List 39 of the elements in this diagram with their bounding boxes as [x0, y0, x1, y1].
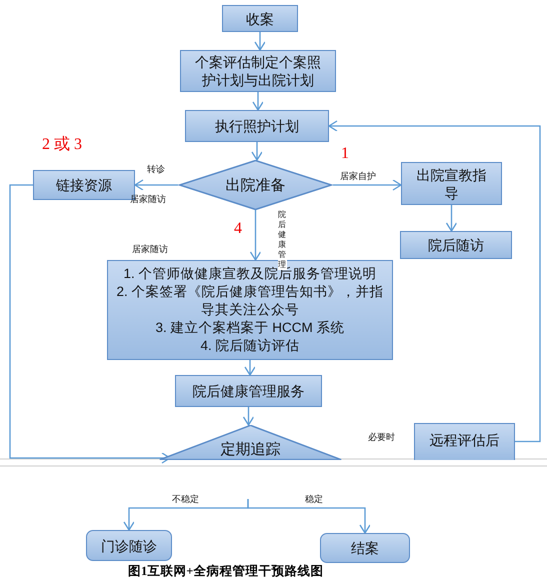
- process-box: 院后随访: [400, 231, 512, 259]
- process-box: 远程评估后: [414, 423, 515, 460]
- edge-label: 不稳定: [172, 493, 199, 506]
- process-box: 个案评估制定个案照护计划与出院计划: [180, 50, 336, 92]
- process-box: [107, 260, 393, 360]
- arrow: [251, 142, 263, 161]
- arrow: [244, 360, 256, 376]
- step-number: 2 或 3: [42, 134, 82, 155]
- process-box: 出院宣教指导: [401, 162, 502, 205]
- diamond-text: 定期追踪: [220, 440, 280, 459]
- process-box: 收案: [222, 5, 298, 32]
- arrow: [328, 120, 541, 442]
- arrow: [250, 210, 262, 261]
- caption: 图1互联网+全病程管理干预路线图: [128, 563, 324, 580]
- arrow: [446, 205, 458, 232]
- diamond-text: 出院准备: [226, 176, 286, 194]
- list-item: 4. 院后随访评估: [200, 337, 300, 355]
- edge-label: 稳定: [305, 493, 323, 506]
- process-box: 院后健康管理服务: [175, 375, 322, 407]
- decision-diamond: [158, 425, 343, 460]
- edge-label: 转诊: [147, 163, 165, 176]
- arrow: [254, 32, 266, 51]
- arrow: [252, 92, 264, 111]
- process-box: 执行照护计划: [185, 110, 329, 142]
- edge-label: 居家自护: [340, 170, 376, 183]
- process-box: 结案: [320, 533, 410, 563]
- step-number: 1: [341, 145, 349, 163]
- list-item: 2. 个案签署《院后健康管理告知书》，并指导其关注公众号: [115, 283, 384, 319]
- list-item: 3. 建立个案档案于 HCCM 系统: [155, 319, 344, 337]
- decision-diamond: [178, 160, 333, 210]
- arrow: [242, 407, 254, 426]
- process-box: 门诊随诊: [86, 530, 172, 561]
- note-label: 居家随访: [132, 243, 168, 256]
- step-number: 4: [234, 220, 242, 238]
- note-label: 必要时: [368, 431, 395, 444]
- edge-label: 院后健康管理: [278, 210, 287, 270]
- arrow: [247, 499, 371, 534]
- arrow: [333, 179, 402, 191]
- arrow: [134, 179, 178, 191]
